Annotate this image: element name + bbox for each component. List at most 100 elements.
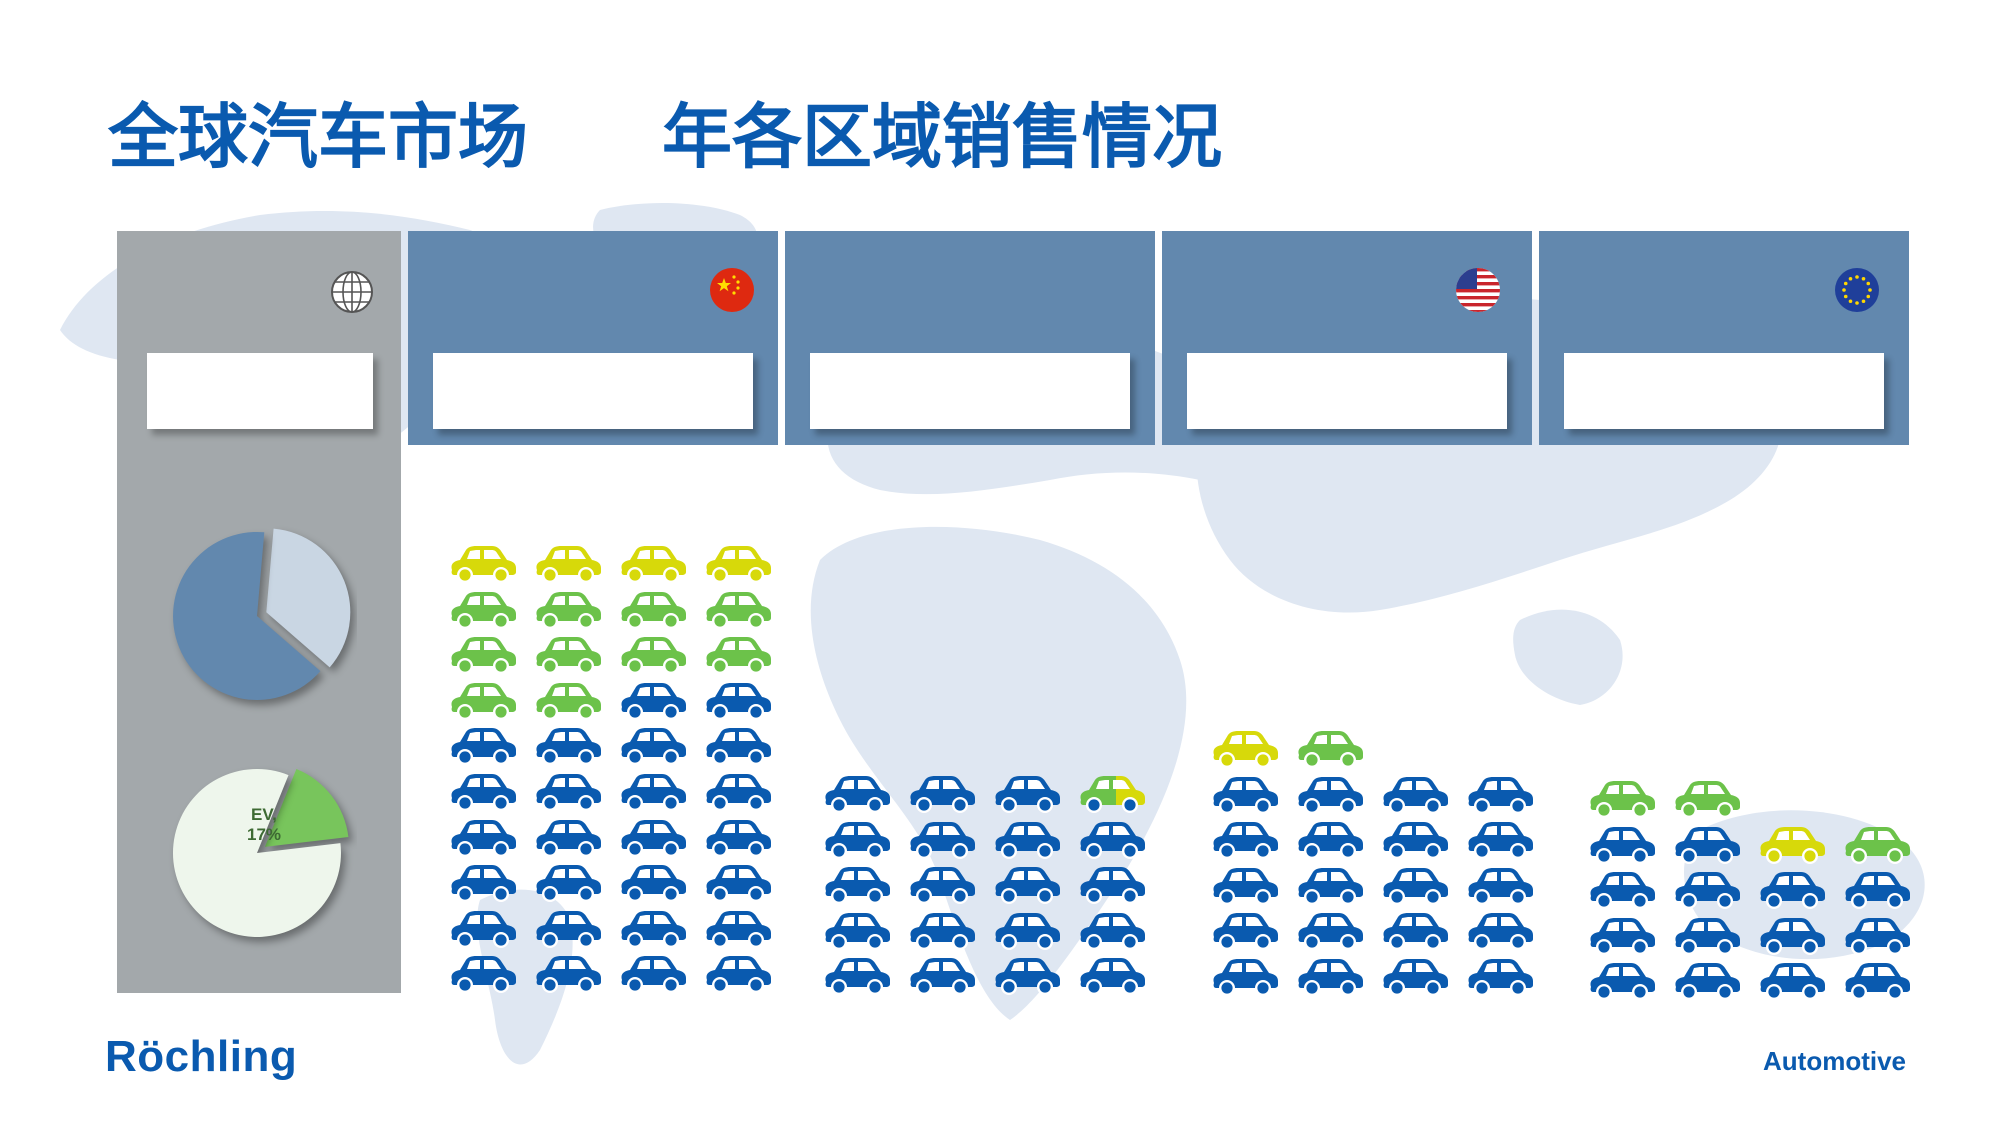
global-value-box <box>147 353 373 429</box>
car-icon <box>1675 781 1740 818</box>
eu-star-icon <box>1843 294 1848 299</box>
eu-star-icon <box>1866 294 1871 299</box>
car-icon <box>1080 821 1145 859</box>
page-title-left: 全球汽车市场 <box>108 96 528 178</box>
car-icon <box>1298 731 1363 768</box>
car-icon <box>1383 822 1448 860</box>
car-icon <box>995 821 1060 859</box>
car-icon <box>1468 913 1533 951</box>
car-icon <box>1298 959 1363 996</box>
car-icon <box>1213 913 1278 951</box>
region-header-2 <box>785 231 1155 445</box>
car-icon <box>1213 822 1278 860</box>
car-icon <box>1845 872 1910 910</box>
car-icon <box>1675 963 1740 1001</box>
pie-slice <box>266 528 351 668</box>
page-title-right: 年各区域销售情况 <box>662 96 1222 178</box>
ev-share-pie-chart: EV, 17% <box>172 768 349 937</box>
region-header-china <box>408 231 778 445</box>
car-icon <box>910 912 975 950</box>
car-icon <box>706 910 771 948</box>
car-icon <box>451 774 516 811</box>
car-icon <box>536 819 601 857</box>
car-icon <box>621 910 686 948</box>
car-icon <box>451 865 516 903</box>
car-icon <box>621 591 686 629</box>
pie-slice <box>173 531 321 700</box>
car-icon <box>1213 731 1278 768</box>
car-icon <box>451 819 516 857</box>
car-icon <box>1675 917 1740 955</box>
car-icon <box>621 637 686 675</box>
car-icon <box>1675 826 1740 864</box>
car-icon <box>621 774 686 811</box>
pie-slice <box>172 768 341 937</box>
eu-star-icon <box>1861 276 1866 281</box>
car-icon <box>706 865 771 903</box>
car-icon <box>706 956 771 994</box>
car-icon <box>1383 867 1448 905</box>
car-icon <box>1298 776 1363 814</box>
eu-star-icon <box>1866 281 1871 286</box>
usa-flag-icon <box>1456 268 1500 312</box>
global-column: EV, 17% <box>117 231 401 993</box>
car-icon <box>706 637 771 675</box>
car-icon <box>621 728 686 766</box>
eu-star-icon <box>1848 276 1853 281</box>
car-icon <box>825 867 890 905</box>
car-icon <box>1760 872 1825 910</box>
ev-label-line1: EV, <box>251 805 277 824</box>
car-icon <box>1080 867 1145 905</box>
car-icon <box>995 912 1060 950</box>
car-icon <box>1298 913 1363 951</box>
car-icon <box>621 819 686 857</box>
car-icon <box>536 956 601 994</box>
car-icon <box>1383 913 1448 951</box>
pie-slice <box>264 769 349 847</box>
car-icon <box>1298 822 1363 860</box>
china-value-box <box>433 353 753 429</box>
eu-star-icon <box>1868 288 1872 292</box>
car-icon <box>825 821 890 859</box>
region-header-usa <box>1162 231 1532 445</box>
car-icon <box>1760 917 1825 955</box>
car-icon <box>706 591 771 629</box>
globe-icon <box>331 271 373 313</box>
car-icon <box>825 912 890 950</box>
car-icon <box>910 821 975 859</box>
car-icon <box>1845 963 1910 1001</box>
region-2-value-box <box>810 353 1130 429</box>
car-icon <box>536 728 601 766</box>
ev-label-line2: 17% <box>247 825 281 844</box>
car-icon <box>825 958 890 996</box>
car-icon <box>1080 776 1145 813</box>
eu-star-icon <box>1843 281 1848 286</box>
car-icon <box>451 728 516 766</box>
car-icon <box>1590 781 1655 818</box>
car-icon <box>536 546 601 583</box>
rochling-logo: Röchling <box>105 1032 298 1081</box>
car-icon <box>621 682 686 720</box>
car-icon <box>1383 959 1448 996</box>
car-icon <box>706 728 771 766</box>
car-icon <box>706 682 771 720</box>
usa-value-box <box>1187 353 1507 429</box>
car-icon <box>1213 776 1278 814</box>
car-icon <box>910 958 975 996</box>
car-icon <box>910 867 975 905</box>
car-icon <box>825 776 890 813</box>
car-icon <box>1845 826 1910 864</box>
car-icon <box>1468 959 1533 996</box>
car-icon <box>1383 776 1448 814</box>
car-icon <box>536 865 601 903</box>
car-icon <box>1760 826 1825 864</box>
eu-star-icon <box>1861 299 1866 304</box>
car-icon <box>536 591 601 629</box>
car-icon <box>451 591 516 629</box>
car-icon <box>1298 867 1363 905</box>
car-icon <box>1080 912 1145 950</box>
car-icon <box>1468 822 1533 860</box>
car-icon <box>1590 826 1655 864</box>
car-icon <box>1845 917 1910 955</box>
car-icon <box>1760 963 1825 1001</box>
